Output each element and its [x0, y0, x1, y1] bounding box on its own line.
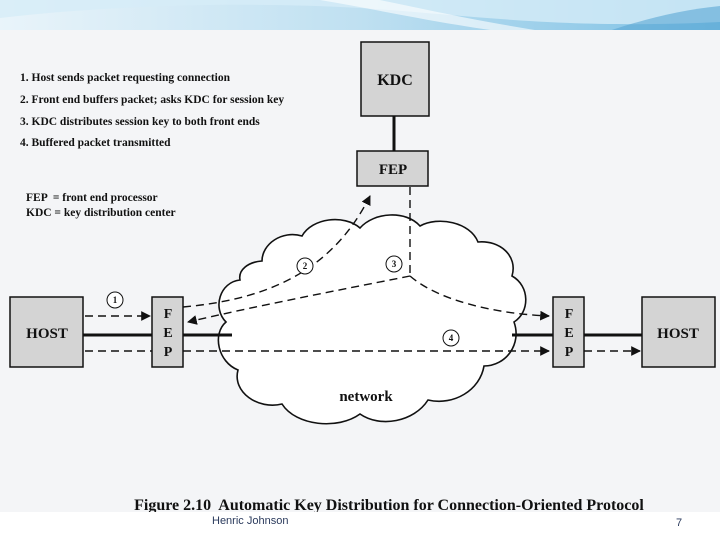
footer-author: Henric Johnson	[212, 515, 289, 527]
fep-left-letter-e: E	[163, 326, 172, 341]
host-right-label: HOST	[657, 326, 699, 342]
kdc-box	[360, 41, 430, 117]
fep-top-label: FEP	[379, 162, 407, 178]
arrow-step-3-right	[409, 275, 550, 321]
network-label: network	[339, 389, 393, 405]
fep-right-box	[552, 296, 585, 368]
figure-caption: Figure 2.10 Automatic Key Distribution f…	[134, 497, 644, 512]
marker-1: 1	[106, 291, 124, 309]
footer-bar	[0, 512, 720, 540]
fep-left-box	[151, 296, 184, 368]
marker-3: 3	[385, 255, 403, 273]
marker-4-label: 4	[449, 333, 454, 343]
marker-2-label: 2	[303, 261, 308, 271]
network-cloud	[217, 214, 527, 425]
marker-1-label: 1	[113, 295, 118, 305]
fep-right-letter-e: E	[564, 326, 573, 341]
header-banner	[0, 0, 720, 34]
fep-top-box	[356, 150, 429, 187]
diagram-area: 1. Host sends packet requesting connecti…	[0, 30, 720, 512]
legend-kdc: KDC = key distribution center	[26, 207, 176, 219]
host-right-box	[641, 296, 716, 368]
step-1: 1. Host sends packet requesting connecti…	[20, 72, 231, 84]
host-left-box	[9, 296, 84, 368]
fep-right-letter-f: F	[565, 307, 574, 322]
marker-3-label: 3	[392, 259, 397, 269]
kdc-label: KDC	[377, 72, 413, 89]
fep-left-letter-p: P	[164, 345, 173, 360]
step-3: 3. KDC distributes session key to both f…	[20, 116, 260, 128]
step-2: 2. Front end buffers packet; asks KDC fo…	[20, 94, 284, 106]
fep-left-letter-f: F	[164, 307, 173, 322]
host-left-label: HOST	[26, 326, 68, 342]
key-distribution-diagram: 1. Host sends packet requesting connecti…	[9, 41, 716, 512]
page-number: 7	[676, 517, 683, 529]
arrow-step-2	[182, 195, 371, 308]
legend-fep: FEP = front end processor	[26, 192, 158, 204]
arrow-step-3-left	[187, 275, 411, 325]
fep-right-letter-p: P	[565, 345, 574, 360]
marker-4: 4	[442, 329, 460, 347]
step-4: 4. Buffered packet transmitted	[20, 137, 171, 149]
marker-2: 2	[296, 257, 314, 275]
